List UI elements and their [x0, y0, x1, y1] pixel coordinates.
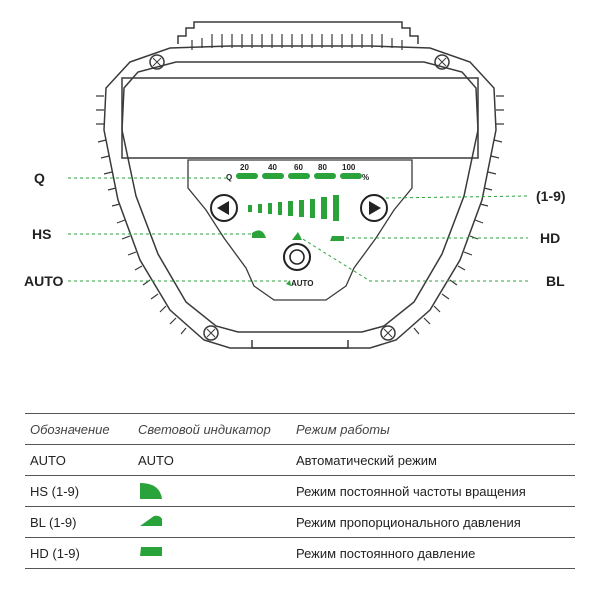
level-bar-4 [278, 202, 282, 215]
legend-row-auto: AUTO AUTO Автоматический режим [25, 445, 575, 476]
mode-legend-table: Обозначение Световой индикатор Режим раб… [25, 413, 575, 569]
header-designation: Обозначение [30, 421, 110, 437]
header-indicator: Световой индикатор [138, 421, 271, 437]
callout-hs: HS [32, 226, 51, 242]
range-leader [385, 195, 529, 199]
legend-row-hs: HS (1-9) Режим постоянной частоты вращен… [25, 476, 575, 507]
level-bar-2 [258, 204, 262, 213]
scale-60: 60 [294, 163, 303, 172]
pump-housing [96, 21, 504, 349]
callout-auto: AUTO [24, 273, 64, 289]
callout-bl: BL [546, 273, 565, 289]
hd-indicator-icon [140, 546, 162, 556]
flow-led-3 [288, 173, 310, 179]
percent-scale: 20 40 60 80 100 % Q [226, 163, 369, 182]
designation-auto: AUTO [30, 452, 66, 468]
legend-row-hd: HD (1-9) Режим постоянного давление [25, 538, 575, 569]
left-arrow-icon[interactable] [210, 194, 238, 222]
level-bar-1 [248, 205, 252, 212]
level-bars [248, 195, 339, 221]
control-panel [187, 159, 413, 301]
hs-indicator-icon [140, 482, 162, 499]
flow-led-5 [340, 173, 362, 179]
mode-hs: Режим постоянной частоты вращения [296, 483, 526, 499]
level-bar-8 [321, 197, 327, 219]
flow-led-1 [236, 173, 258, 179]
fin-teeth-left [96, 95, 187, 335]
bl-leader [297, 235, 528, 282]
designation-hs: HS (1-9) [30, 483, 80, 499]
bl-indicator-icon [140, 515, 162, 526]
callout-hd: HD [540, 230, 560, 246]
pump-control-diagram: 20 40 60 80 100 % Q [24, 21, 566, 349]
flow-led-4 [314, 173, 336, 179]
mode-hd: Режим постоянного давление [296, 545, 476, 561]
flow-led-2 [262, 173, 284, 179]
designation-hd: HD (1-9) [30, 545, 80, 561]
scale-80: 80 [318, 163, 327, 172]
designation-bl: BL (1-9) [30, 514, 77, 530]
bl-indicator [292, 232, 302, 240]
level-bar-7 [310, 199, 315, 218]
level-bar-5 [288, 201, 293, 216]
scale-20: 20 [240, 163, 249, 172]
scale-40: 40 [268, 163, 277, 172]
header-mode: Режим работы [296, 421, 390, 437]
leader-lines [68, 177, 529, 282]
fin-teeth-right [413, 95, 504, 335]
mode-auto: Автоматический режим [296, 452, 437, 468]
legend-header-row: Обозначение Световой индикатор Режим раб… [25, 413, 575, 445]
level-bar-6 [299, 200, 304, 217]
mode-bl: Режим пропорционального давления [296, 514, 521, 530]
hd-indicator [330, 236, 344, 241]
legend-row-bl: BL (1-9) Режим пропорционального давлени… [25, 507, 575, 538]
flow-leds [236, 173, 362, 179]
callout-range: (1-9) [536, 188, 566, 204]
auto-button-icon[interactable] [283, 243, 311, 271]
indicator-auto-text: AUTO [138, 452, 174, 468]
scale-100: 100 [342, 163, 356, 172]
right-arrow-icon[interactable] [360, 194, 388, 222]
hs-indicator [252, 230, 266, 238]
auto-panel-label: AUTO [291, 279, 314, 288]
q-marker: Q [226, 173, 232, 182]
level-bar-9 [333, 195, 339, 221]
scale-percent: % [362, 173, 369, 182]
fin-teeth-top [191, 34, 403, 50]
callout-q: Q [34, 170, 45, 186]
level-bar-3 [268, 203, 272, 214]
auto-led [286, 280, 291, 286]
